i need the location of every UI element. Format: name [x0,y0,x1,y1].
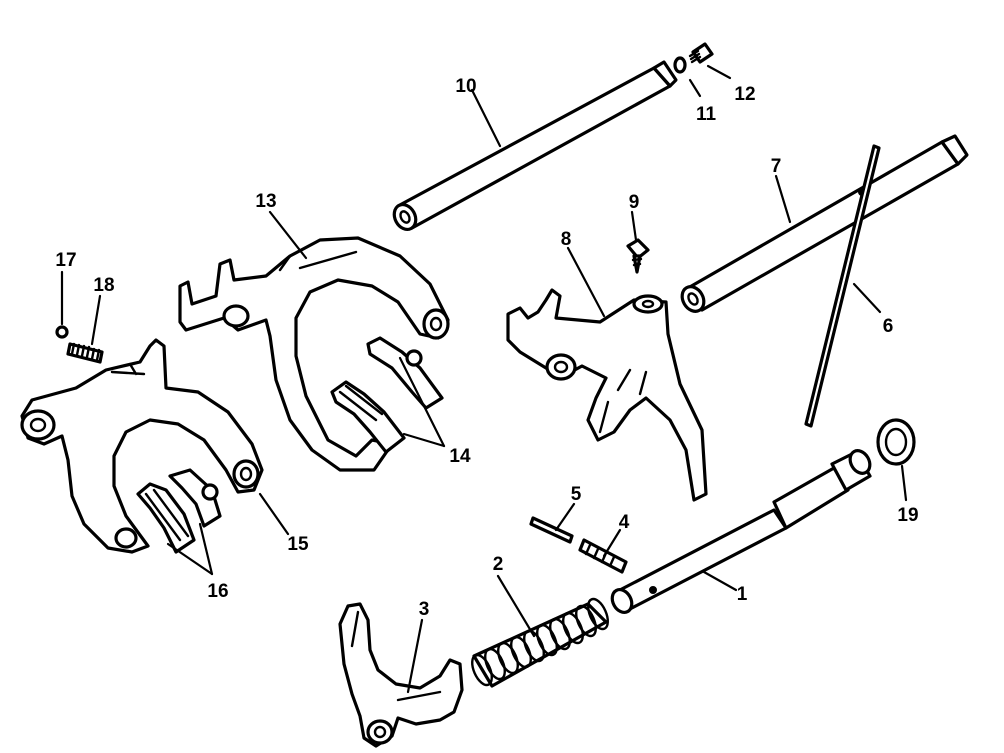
part-9-screw [626,238,650,274]
callout-15: 15 [287,534,309,555]
callout-12: 12 [734,84,755,105]
part-6-pin [804,144,881,428]
callout-13: 13 [255,191,276,212]
callout-2: 2 [493,554,504,575]
callout-19: 19 [897,505,918,526]
callout-6: 6 [883,316,894,337]
callout-5: 5 [571,484,582,505]
part-12-screw [688,42,714,64]
part-3-shift-fork [338,602,464,748]
callout-18: 18 [93,275,114,296]
part-15-shift-fork [20,338,264,554]
part-2-coil-spring [471,597,609,688]
callout-10: 10 [455,76,476,97]
part-7-shift-rod [680,134,969,313]
callout-4: 4 [619,512,630,533]
part-17-ball [55,325,69,339]
callout-9: 9 [629,192,640,213]
callout-16: 16 [207,581,228,602]
leader-lines [60,64,908,694]
part-13-shift-fork [178,236,450,472]
callout-11: 11 [696,104,717,125]
part-8-shift-fork [506,288,708,502]
callout-7: 7 [771,156,782,177]
part-14-fork-pads [330,336,444,454]
part-19-seal-ring [876,418,916,466]
part-16-fork-pads [136,468,222,554]
part-18-spring [66,342,104,364]
part-5-pin [529,516,574,544]
part-1-shift-rod [610,449,872,615]
callout-1: 1 [737,584,748,605]
callout-8: 8 [561,229,572,250]
part-10-shift-rod [392,60,678,232]
part-11-washer [673,56,687,74]
callout-17: 17 [55,250,76,271]
callout-14: 14 [449,446,471,467]
callout-labels: 1 2 3 4 5 6 7 8 9 10 11 12 13 14 15 16 1… [55,76,918,620]
callout-3: 3 [419,599,430,620]
